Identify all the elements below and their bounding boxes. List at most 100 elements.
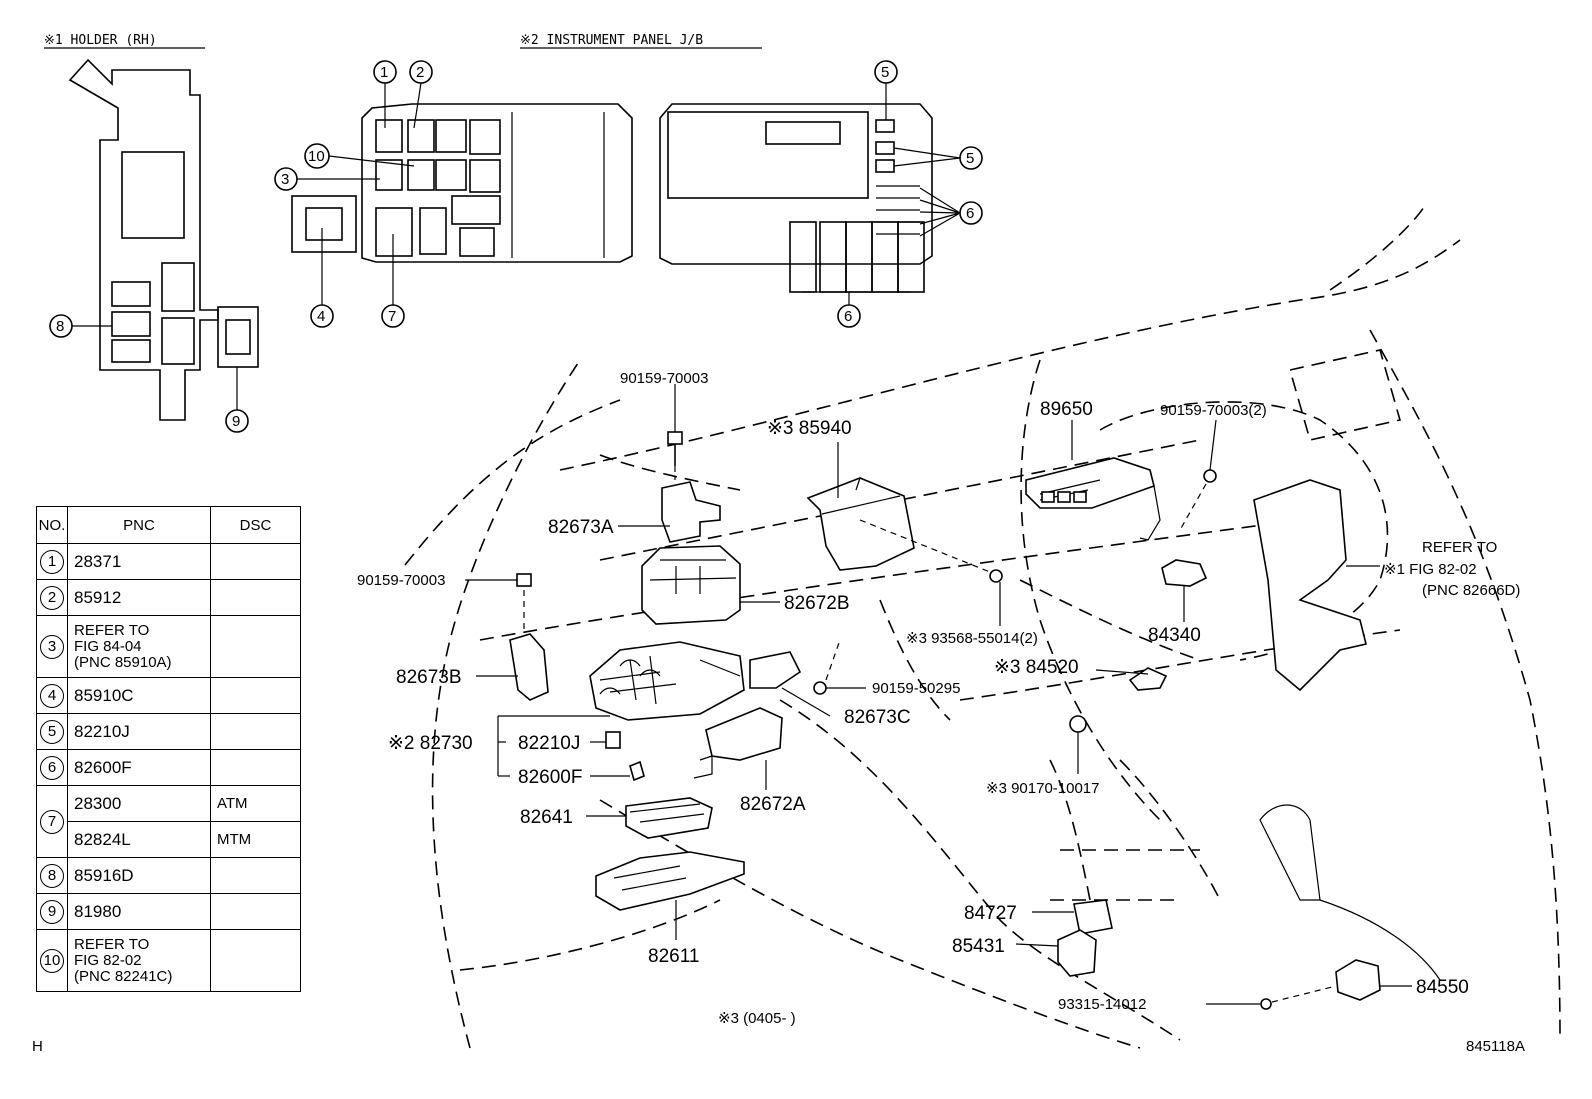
legend-no: 6 <box>40 755 64 780</box>
label-82673B: 82673B <box>396 667 462 688</box>
legend-row: 6 82600F <box>36 749 301 786</box>
label-82641: 82641 <box>520 807 573 828</box>
label-82611: 82611 <box>648 946 699 967</box>
bolt-90159-70003-top <box>667 384 683 480</box>
svg-text:7: 7 <box>388 308 396 325</box>
bracket-82666D-outline <box>1253 479 1380 692</box>
label-90159-70003-2: 90159-70003(2) <box>1160 402 1267 419</box>
module-84550 <box>1335 959 1412 1001</box>
legend-pnc: 85910C <box>67 677 211 714</box>
label-refer-line2: ※1 FIG 82-02 <box>1384 561 1477 578</box>
cover-82641 <box>586 797 713 839</box>
legend-no: 4 <box>40 683 64 708</box>
legend-pnc-line: FIG 84-04 <box>74 637 142 655</box>
label-90159-70003-top: 90159-70003 <box>620 370 708 387</box>
label-82210J: 82210J <box>518 733 580 754</box>
legend-dsc <box>210 713 301 750</box>
legend-col-no: NO. <box>36 506 68 544</box>
svg-text:5: 5 <box>966 150 974 167</box>
legend-pnc: 28371 <box>67 543 211 580</box>
legend-pnc: 85912 <box>67 579 211 616</box>
legend-dsc <box>210 677 301 714</box>
legend-no: 7 <box>40 809 64 834</box>
holder-title: ※1 HOLDER (RH) <box>44 33 157 48</box>
label-82672A: 82672A <box>740 794 806 815</box>
legend-dsc: MTM <box>210 821 301 858</box>
module-89650 <box>1025 420 1161 541</box>
legend-dsc: ATM <box>210 785 301 822</box>
bolt-90159-70003-2 <box>1179 419 1217 531</box>
label-refer-line1: REFER TO <box>1422 539 1497 556</box>
bracket-82673A <box>618 481 721 543</box>
label-93568: ※3 93568-55014(2) <box>906 630 1038 647</box>
switch-84340 <box>1161 559 1208 622</box>
holder-rh-drawing <box>68 58 259 421</box>
label-93315-14012: 93315-14012 <box>1058 996 1146 1013</box>
jb-right-view <box>659 103 933 293</box>
svg-text:6: 6 <box>844 308 852 325</box>
callout-9: 9 <box>225 367 249 433</box>
label-85940: ※3 85940 <box>767 418 852 439</box>
legend-header-row: NO. PNC DSC <box>36 506 301 544</box>
screw-93315 <box>1206 985 1337 1010</box>
label-90170-10017: ※3 90170-10017 <box>986 780 1100 797</box>
legend-dsc <box>210 579 301 616</box>
svg-text:10: 10 <box>308 148 325 165</box>
screw-90159-50295 <box>813 639 866 695</box>
legend-no: 1 <box>40 549 64 574</box>
label-82730: ※2 82730 <box>388 733 473 754</box>
svg-text:3: 3 <box>281 171 289 188</box>
relay-82210J <box>605 731 621 749</box>
legend-no: 5 <box>40 719 64 744</box>
legend-col-dsc: DSC <box>210 506 301 544</box>
jb-82730 <box>589 641 745 721</box>
svg-text:4: 4 <box>317 308 325 325</box>
legend-no: 9 <box>40 899 64 924</box>
callout-5-top: 5 <box>874 60 898 120</box>
label-84520: ※3 84520 <box>994 657 1079 678</box>
svg-text:5: 5 <box>881 64 889 81</box>
legend-dsc <box>210 543 301 580</box>
legend-pnc: 28300 <box>67 785 211 822</box>
bracket-82673B <box>476 590 549 701</box>
legend-row: 3 REFER TO FIG 84-04 (PNC 85910A) <box>36 615 301 678</box>
screw-93568 <box>989 569 1003 626</box>
switch-85431 <box>1015 929 1097 977</box>
switch-84520 <box>1095 667 1168 691</box>
legend-pnc: REFER TO FIG 82-02 (PNC 82241C) <box>67 929 211 992</box>
label-refer-line3: (PNC 82666D) <box>1422 582 1520 599</box>
jb-left-view <box>291 103 633 263</box>
legend-row: 9 81980 <box>36 893 301 930</box>
cover-82672B <box>641 545 780 625</box>
label-85431: 85431 <box>952 936 1005 957</box>
legend-pnc: 82210J <box>67 713 211 750</box>
legend-dsc <box>210 615 301 678</box>
legend-no: 3 <box>40 634 64 659</box>
callout-7: 7 <box>381 234 405 328</box>
nut-90170 <box>1069 715 1087 774</box>
label-89650: 89650 <box>1040 399 1093 420</box>
svg-text:1: 1 <box>380 64 388 81</box>
legend-dsc <box>210 929 301 992</box>
bracket-82673C <box>749 651 831 717</box>
callout-1: 1 <box>373 60 397 128</box>
label-84550: 84550 <box>1416 977 1469 998</box>
diagram-code: 845118A <box>1466 1038 1525 1055</box>
legend-row: 4 85910C <box>36 677 301 714</box>
legend-row: 2 85912 <box>36 579 301 616</box>
legend-pnc-line: FIG 82-02 <box>74 951 142 969</box>
svg-text:2: 2 <box>416 64 424 81</box>
label-84340: 84340 <box>1148 625 1201 646</box>
callout-6-right: 6 <box>919 187 983 237</box>
fuse-82600F <box>629 760 645 782</box>
legend-pnc-line: (PNC 85910A) <box>74 653 172 671</box>
cover-82672A <box>693 707 783 790</box>
label-90159-50295: 90159-50295 <box>872 680 960 697</box>
callout-5-right: 5 <box>893 146 983 170</box>
legend-pnc-line: REFER TO <box>74 621 150 639</box>
tray-82611 <box>595 851 745 940</box>
cover-84727 <box>1032 899 1113 935</box>
label-82600F: 82600F <box>518 767 582 788</box>
label-82672B: 82672B <box>784 593 850 614</box>
